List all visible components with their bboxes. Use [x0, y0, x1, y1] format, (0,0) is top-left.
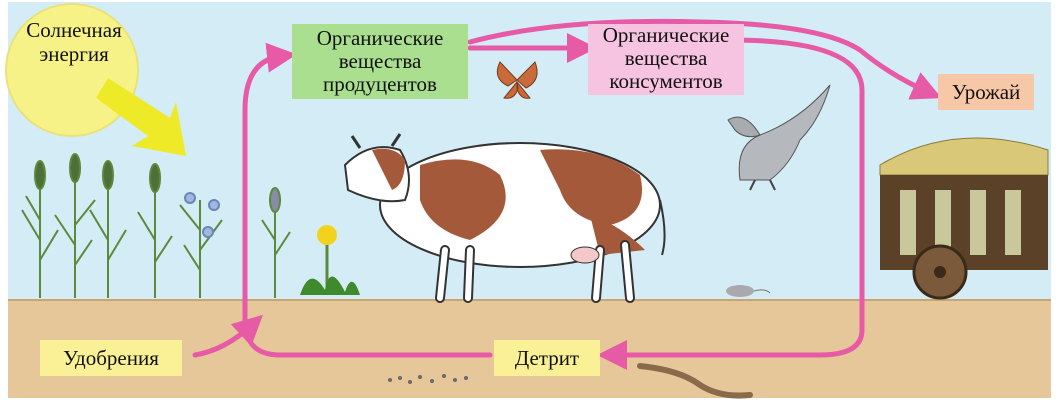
- consumers-line-2: вещества: [588, 47, 744, 70]
- consumers-line-3: консументов: [588, 70, 744, 93]
- solar-line-1: Солнечная: [14, 18, 134, 42]
- harvest-label: Урожай: [952, 80, 1021, 104]
- detritus-label: Детрит: [515, 346, 579, 370]
- fertilizers-label: Удобрения: [63, 346, 159, 370]
- fertilizers-box: Удобрения: [40, 340, 182, 376]
- solar-energy-label: Солнечная энергия: [14, 18, 134, 66]
- harvest-box: Урожай: [938, 74, 1034, 110]
- consumers-line-1: Органические: [588, 24, 744, 47]
- producers-line-2: вещества: [292, 50, 468, 73]
- producers-box: Органические вещества продуцентов: [292, 24, 468, 99]
- producers-line-1: Органические: [292, 27, 468, 50]
- solar-line-2: энергия: [14, 42, 134, 66]
- detritus-box: Детрит: [494, 340, 600, 376]
- consumers-box: Органические вещества консументов: [588, 24, 744, 95]
- producers-line-3: продуцентов: [292, 73, 468, 96]
